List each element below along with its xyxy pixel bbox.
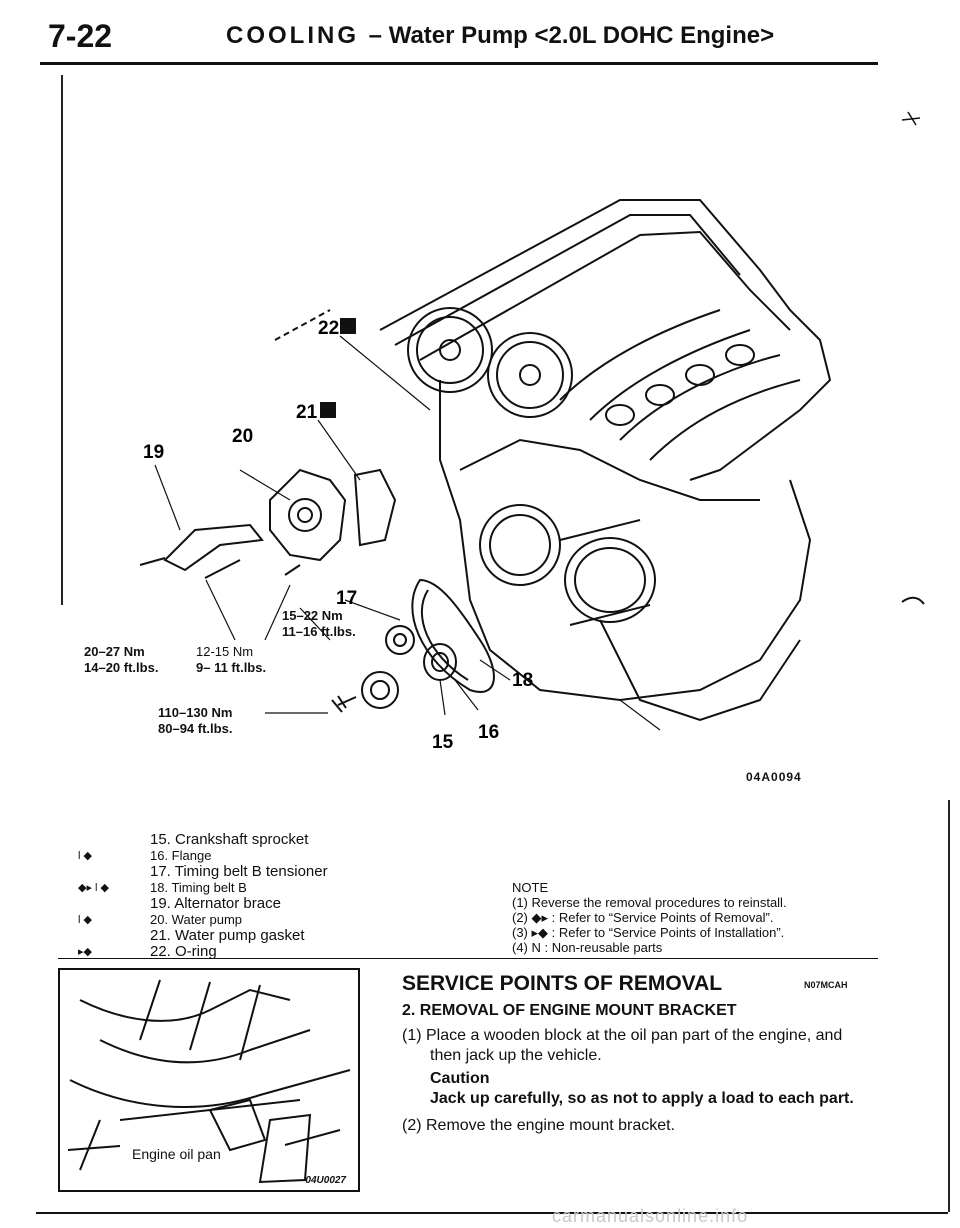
service-code: N07MCAH: [804, 980, 848, 990]
note-line: (4) N : Non-reusable parts: [512, 940, 663, 955]
section-divider: [58, 958, 878, 959]
footer-rule: [36, 1212, 948, 1214]
non-reusable-icon: [340, 318, 356, 334]
callout-16: 16: [478, 722, 499, 743]
service-subtitle: 2. REMOVAL OF ENGINE MOUNT BRACKET: [402, 1002, 737, 1019]
list-item: 19. Alternator brace: [150, 895, 281, 912]
list-item: l ◆20. Water pump: [78, 912, 243, 927]
callout-20: 20: [232, 426, 253, 447]
list-item: ▸◆22. O-ring: [78, 943, 217, 960]
torque-label-4: 110–130 Nm 80–94 ft.lbs.: [158, 705, 233, 736]
oil-pan-drawing: [67, 979, 351, 1184]
watermark: carmanualsonline.info: [552, 1206, 749, 1226]
list-item: l ◆16. Flange: [78, 848, 212, 863]
list-item: 17. Timing belt B tensioner: [150, 863, 328, 880]
note-block: NOTE (1) Reverse the removal procedures …: [512, 880, 787, 955]
torque-label-2: 12-15 Nm 9– 11 ft.lbs.: [196, 644, 267, 675]
note-line: (2) ◆▸ : Refer to “Service Points of Rem…: [512, 910, 774, 925]
engine-exploded-diagram: 22 21 20 19 17 18 16 15: [139, 111, 925, 753]
section-subtitle: – Water Pump <2.0L DOHC Engine>: [368, 22, 775, 49]
photo-code: 04U0027: [305, 1175, 346, 1186]
section-title: COOLING – Water Pump <2.0L DOHC Engine>: [226, 22, 774, 50]
service-step-1-line-1: (1) Place a wooden block at the oil pan …: [402, 1027, 843, 1044]
torque-label-1: 20–27 Nm 14–20 ft.lbs.: [84, 644, 159, 675]
callout-15: 15: [432, 732, 454, 753]
figure-code: 04A0094: [746, 770, 802, 784]
list-item: 21. Water pump gasket: [150, 927, 305, 944]
section-name: COOLING: [226, 22, 359, 49]
service-step-2: (2) Remove the engine mount bracket.: [402, 1117, 676, 1134]
note-title: NOTE: [512, 880, 549, 895]
note-line: (1) Reverse the removal procedures to re…: [512, 895, 787, 910]
margin-line-right: [948, 800, 950, 1212]
caution-text: Jack up carefully, so as not to apply a …: [430, 1090, 854, 1107]
note-line: (3) ▸◆ : Refer to “Service Points of Ins…: [512, 925, 785, 940]
torque-label-3: 15–22 Nm 11–16 ft.lbs.: [282, 608, 356, 639]
callout-19: 19: [143, 442, 164, 463]
margin-line-left: [61, 75, 63, 605]
photo-label: Engine oil pan: [130, 1146, 223, 1162]
service-step-1-line-2: then jack up the vehicle.: [430, 1047, 602, 1064]
caution-heading: Caution: [430, 1070, 490, 1087]
callout-21: 21: [296, 402, 318, 423]
callout-17: 17: [336, 588, 357, 609]
list-item: 15. Crankshaft sprocket: [150, 831, 309, 848]
page-number: 7-22: [48, 18, 113, 54]
callout-18: 18: [512, 670, 533, 691]
oil-pan-illustration: Engine oil pan 04U0027: [58, 968, 360, 1192]
callout-22: 22: [318, 318, 339, 339]
parts-list: 15. Crankshaft sprocket l ◆16. Flange 17…: [78, 832, 398, 960]
service-title: SERVICE POINTS OF REMOVAL: [402, 972, 723, 995]
header-rule: [40, 62, 878, 65]
list-item: ◆▸ l ◆18. Timing belt B: [78, 880, 247, 895]
non-reusable-icon: [320, 402, 336, 418]
